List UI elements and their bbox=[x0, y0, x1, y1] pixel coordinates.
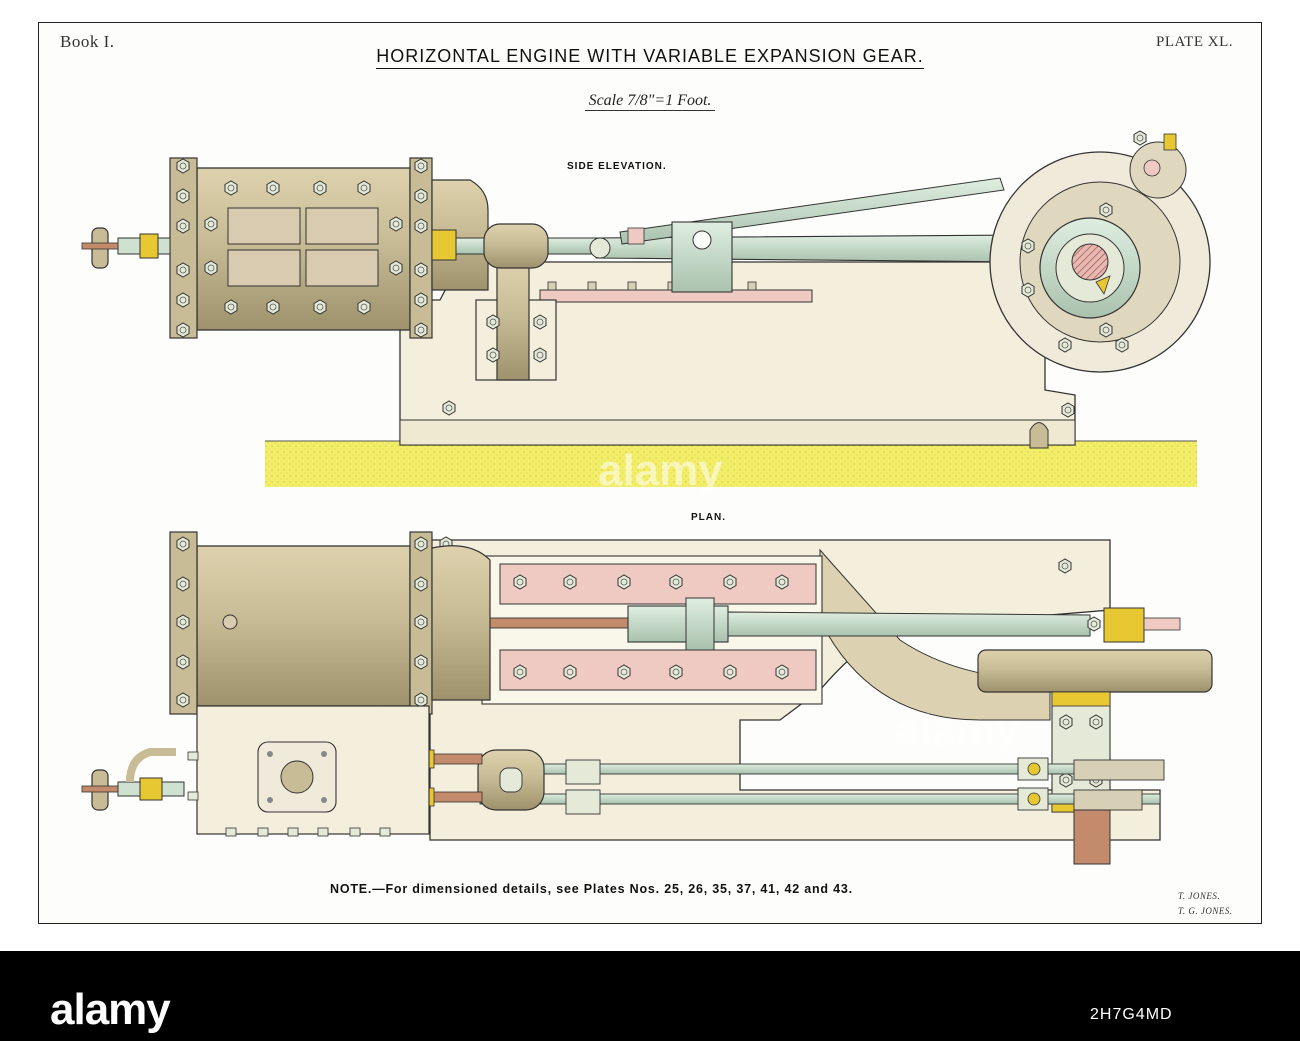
crank-shaft-section bbox=[1071, 243, 1109, 281]
guide-upper bbox=[499, 563, 817, 605]
crosshead bbox=[483, 223, 549, 269]
side-elevation-label: SIDE ELEVATION. bbox=[567, 161, 667, 172]
book-label: Book I. bbox=[60, 32, 115, 51]
alamy-logo: alamy bbox=[50, 985, 171, 1034]
draftsman-credit-1: T. JONES. bbox=[1178, 891, 1221, 901]
scale-text: Scale 7/8"=1 Foot. bbox=[584, 92, 716, 111]
engine-drawing bbox=[81, 130, 1213, 865]
plate-note: NOTE.—For dimensioned details, see Plate… bbox=[330, 882, 853, 896]
side-elevation bbox=[81, 130, 1211, 487]
connecting-rod-plan bbox=[727, 611, 1091, 637]
watermark-upper: alamy bbox=[598, 446, 723, 495]
connecting-rod bbox=[595, 234, 1031, 263]
plan-view bbox=[81, 531, 1213, 865]
plate-title-text: HORIZONTAL ENGINE WITH VARIABLE EXPANSIO… bbox=[376, 46, 924, 69]
watermark-lower: alamy bbox=[895, 706, 1020, 755]
foundation-slab bbox=[265, 441, 1197, 487]
crank-shaft-end bbox=[1073, 809, 1111, 865]
plate-number: PLATE XL. bbox=[1156, 34, 1233, 50]
flywheel-plan bbox=[977, 649, 1213, 693]
stock-footer-bar bbox=[0, 951, 1300, 1041]
plan-label: PLAN. bbox=[691, 512, 726, 523]
image-id: 2H7G4MD bbox=[1090, 1006, 1173, 1023]
plate-title: HORIZONTAL ENGINE WITH VARIABLE EXPANSIO… bbox=[0, 46, 1300, 69]
guide-lower bbox=[499, 649, 817, 691]
draftsman-credit-2: T. G. JONES. bbox=[1178, 906, 1233, 916]
scale-caption: Scale 7/8"=1 Foot. bbox=[0, 92, 1300, 111]
